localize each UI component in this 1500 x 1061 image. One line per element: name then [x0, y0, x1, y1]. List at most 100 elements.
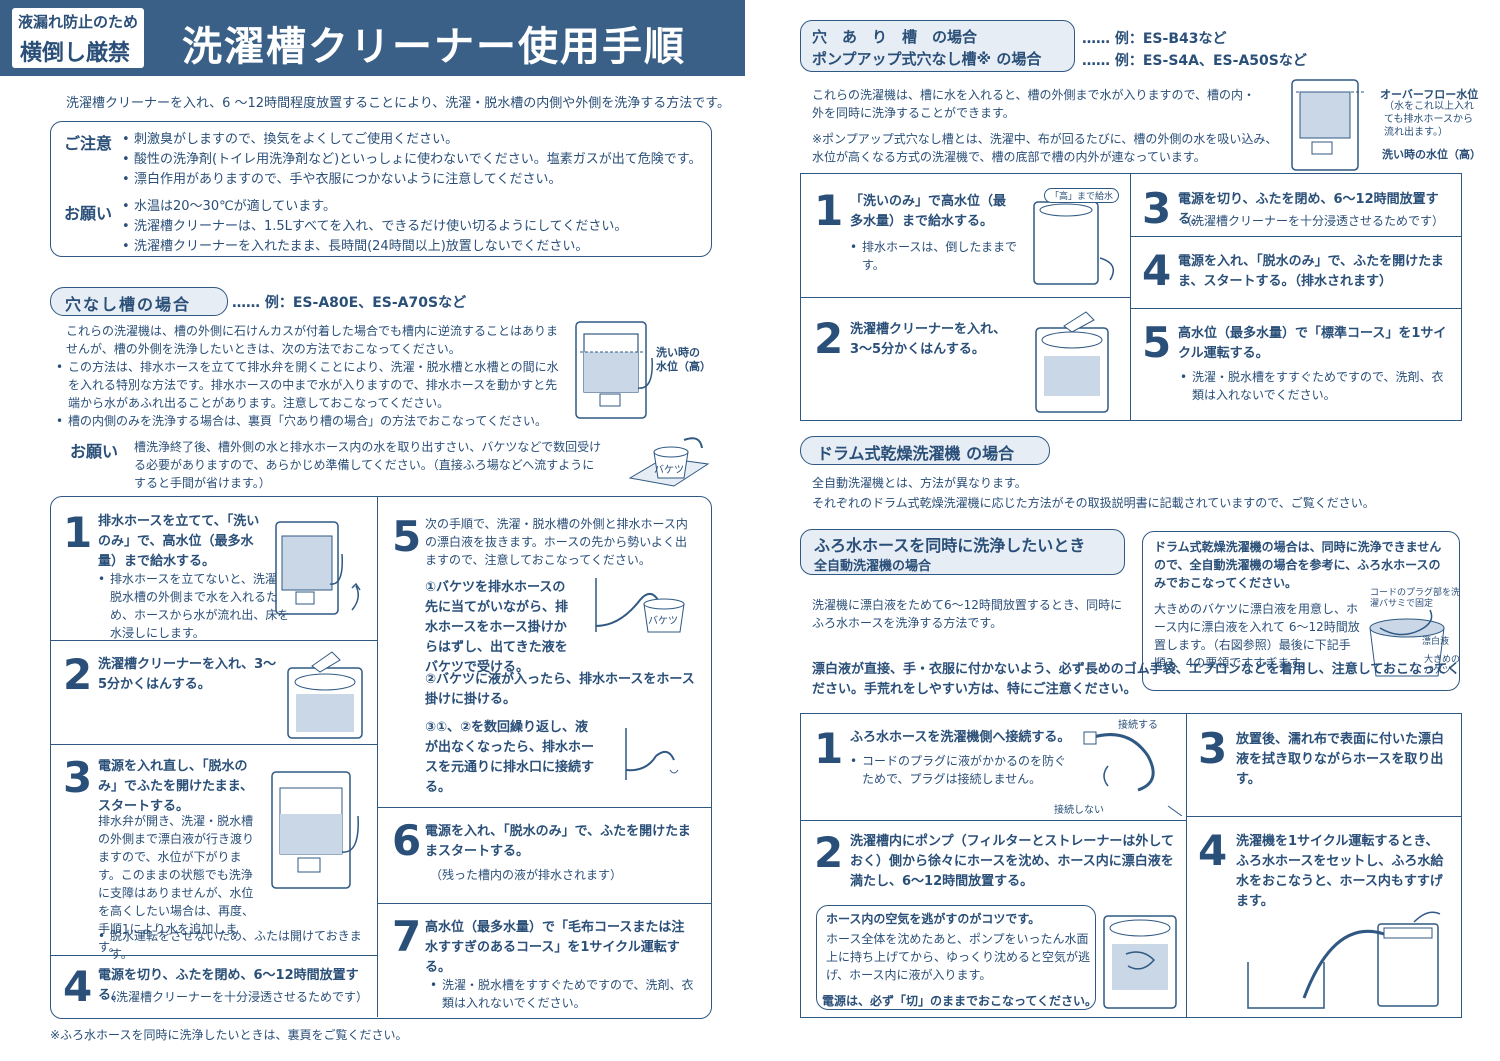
- divider: [1187, 816, 1461, 817]
- step-number: 1: [814, 186, 844, 235]
- bath-steps-box: [800, 713, 1462, 1018]
- washer-hose-soak-illustration: [1103, 915, 1177, 1009]
- step-number: 1: [63, 508, 93, 557]
- drum-paragraph-1: 全自動洗濯機とは、方法が異なります。: [812, 476, 1027, 490]
- washer-tub-illustration: [575, 321, 653, 419]
- nohole-request-label: お願い: [70, 442, 119, 461]
- hose-connect-illustration: [1083, 731, 1183, 816]
- nohole-request-text: 槽洗浄終了後、槽外側の水と排水ホース内の水を取り出すさい、バケツなどで数回受ける…: [134, 440, 602, 490]
- drum-heading: ドラム式乾燥洗濯機 の場合: [800, 436, 1050, 465]
- step-number: 4: [1142, 246, 1172, 295]
- drum-note-box: [1142, 531, 1460, 691]
- nohole-step1-title: 排水ホースを立てて、「洗いのみ」で、高水位（最多水量）まで給水する。: [98, 514, 260, 569]
- nohole-step5-c: ③①、②を数回繰り返し、液が出なくなったら、排水ホースを元通りに排水口に接続する…: [425, 720, 595, 795]
- step-number: 1: [814, 724, 844, 773]
- bath-step2-title: 洗濯槽内にポンプ（フィルターとストレーナーは外しておく）側から徐々にホースを沈め…: [850, 834, 1174, 889]
- hole-heading-1: 穴 あ り 槽 の場合: [812, 28, 978, 46]
- nohole-step3-notes: 脱水運転をさせないため、ふたは開けておきます。: [98, 927, 378, 963]
- nohole-step7-notes: 洗濯・脱水槽をすすぐためですので、洗剤、衣類は入れないでください。: [430, 976, 694, 1012]
- divider: [1186, 714, 1187, 1017]
- cord-label: コードのプラグ部を洗濯バサミで固定: [1370, 588, 1461, 609]
- nohole-step2-title: 洗濯槽クリーナーを入れ、3～5分かくはんする。: [98, 657, 277, 692]
- bath-paragraph: 洗濯機に漂白液をためて6～12時間放置するとき、同時にふろ水ホースを洗浄する方法…: [812, 598, 1123, 630]
- drum-note: ドラム式乾燥洗濯機の場合は、同時に洗浄できませんので、全自動洗濯機の場合を参考に…: [1154, 540, 1442, 590]
- nohole-step7-note: 洗濯・脱水槽をすすぐためですので、洗剤、衣類は入れないでください。: [430, 976, 694, 1012]
- washer-stir-illustration: [1035, 311, 1109, 413]
- bleach-label: 漂白液: [1422, 637, 1450, 647]
- connect-label: 接続する: [1118, 720, 1158, 731]
- nohole-water-label: 洗い時の水位（高）: [656, 346, 711, 373]
- nohole-step4-sub: （洗濯槽クリーナーを十分浸透させるためです）: [104, 990, 369, 1004]
- nohole-step3-title: 電源を入れ直し、「脱水のみ」でふたを開けたまま、スタートする。: [98, 759, 254, 814]
- hole-step3-sub: （洗濯槽クリーナーを十分浸透させるためです）: [1180, 214, 1445, 228]
- nohole-step1-note: 排水ホースを立てないと、洗濯・脱水槽の外側まで水を入れるため、ホースから水が流れ…: [98, 570, 298, 642]
- bath-warning: 漂白液が直接、手・衣服に付かないよう、必ず長めのゴム手袋、エプロンなどを着用し、…: [812, 662, 1460, 697]
- hole-paragraph: これらの洗濯機は、槽に水を入れると、槽の外側まで水が入りますので、槽の内・外を同…: [812, 88, 1256, 120]
- bucket-label: バケツ: [654, 465, 684, 476]
- hole-heading-2: ポンプアップ式穴なし槽※ の場合: [812, 50, 1042, 68]
- hole-step3-title: 電源を切り、ふたを閉め、6～12時間放置する。: [1178, 192, 1439, 227]
- hole-step4-title: 電源を入れ、「脱水のみ」で、ふたを開けたまま、スタートする。（排水されます）: [1178, 254, 1444, 289]
- warning-tag-line1: 液漏れ防止のため: [18, 13, 139, 31]
- hole-water-label: 洗い時の水位（高）: [1382, 148, 1481, 161]
- step-number: 5: [392, 512, 422, 561]
- caution-item: 酸性の洗浄剤(トイレ用洗浄剤など)といっしょに使わないでください。塩素ガスが出て…: [122, 150, 702, 170]
- hose-bucket-illustration: [595, 578, 685, 633]
- hole-example-2: …… 例：ES-S4A、ES-A50Sなど: [1082, 53, 1307, 69]
- request-list: 水温は20～30℃が適しています。 洗濯槽クリーナーは、1.5Lすべてを入れ、で…: [122, 197, 702, 257]
- caution-item: 漂白作用がありますので、手や衣服につかないように注意してください。: [122, 170, 702, 190]
- nohole-step7-title: 高水位（最多水量）で「毛布コースまたは注水すすぎのあるコース」を1サイクル運転す…: [425, 920, 685, 975]
- bucket-illustration: [628, 437, 710, 487]
- no-connect-label: 接続しない: [1054, 805, 1104, 816]
- nohole-step4-title: 電源を切り、ふたを閉め、6～12時間放置する。: [98, 968, 359, 1003]
- hole-step5-note: 洗濯・脱水槽をすすぐためですので、洗剤、衣類は入れないでください。: [1180, 368, 1450, 404]
- nohole-bullet: この方法は、排水ホースを立てて排水弁を開くことにより、洗濯・脱水槽と水槽との間に…: [56, 358, 566, 412]
- step-number: 2: [63, 650, 93, 699]
- request-item: 水温は20～30℃が適しています。: [122, 197, 702, 217]
- divider: [1130, 174, 1131, 420]
- bucket-label: バケツ: [648, 616, 678, 627]
- page-title: 洗濯槽クリーナー使用手順: [182, 24, 686, 70]
- tip-box: [816, 905, 1096, 1010]
- hole-step5-title: 高水位（最多水量）で「標準コース」を1サイクル運転する。: [1178, 326, 1447, 361]
- nohole-step3-body: 排水弁が開き、洗濯・脱水槽の外側まで漂白液が行き渡りますので、水位が下がります。…: [98, 814, 255, 954]
- step-number: 4: [63, 962, 93, 1011]
- nohole-step6-title: 電源を入れ、「脱水のみ」で、ふたを開けたままスタートする。: [425, 824, 691, 859]
- bath-step1-note: コードのプラグに液がかかるのを防ぐためで、プラグは接続しません。: [850, 752, 1072, 788]
- divider: [51, 744, 377, 745]
- warning-tag: [12, 8, 144, 68]
- nohole-step6-sub: （残った槽内の液が排水されます）: [430, 868, 623, 882]
- tip-title: ホース内の空気を逃がすのがコツです。: [826, 912, 1041, 926]
- step-number: 3: [1142, 184, 1172, 233]
- divider: [1131, 236, 1461, 237]
- drum-paragraph-2: それぞれのドラム式乾燥洗濯機に応じた方法がその取扱説明書に記載されていますので、…: [812, 496, 1375, 510]
- overflow-note: （水をこれ以上入れても排水ホースから流れ出ます。）: [1384, 101, 1474, 138]
- overflow-label: オーバーフロー水位: [1380, 88, 1479, 101]
- step-number: 7: [392, 912, 422, 961]
- drum-body: 大きめのバケツに漂白液を用意し、ホース内に漂白液を入れて 6～12時間放置します…: [1154, 602, 1360, 670]
- step-number: 5: [1142, 318, 1172, 367]
- divider: [1131, 308, 1461, 309]
- caution-item: 刺激臭がしますので、換気をよくしてご使用ください。: [122, 130, 702, 150]
- hole-step1-title: 「洗いのみ」で高水位（最多水量）まで給水する。: [850, 194, 1007, 229]
- caution-list: 刺激臭がしますので、換気をよくしてご使用ください。 酸性の洗浄剤(トイレ用洗浄剤…: [122, 130, 702, 190]
- bath-step1-notes: コードのプラグに液がかかるのを防ぐためで、プラグは接続しません。: [850, 752, 1072, 788]
- big-bucket-label: 大きめのバケツ: [1424, 655, 1461, 676]
- nohole-example: …… 例：ES-A80E、ES-A70Sなど: [232, 295, 467, 311]
- nohole-step5-intro: 次の手順で、洗濯・脱水槽の外側と排水ホース内の漂白液を抜きます。ホースの先から勢…: [425, 517, 688, 567]
- hole-note: ※ポンプアップ式穴なし槽とは、洗濯中、布が回るたびに、槽の外側の水を吸い込み、水…: [812, 132, 1278, 164]
- bath-step4-title: 洗濯機を1サイクル運転するとき、ふろ水ホースをセットし、ふろ水給水をおこなうと、…: [1236, 834, 1444, 909]
- tip-body: ホース全体を沈めたあと、ポンプをいったん水面上に持ち上げてから、ゆっくり沈めると…: [826, 932, 1091, 982]
- washer-overflow-illustration: [1291, 79, 1364, 171]
- hose-drain-illustration: [625, 728, 679, 780]
- washer-hose-illustration: [275, 521, 361, 615]
- washer-open-illustration: [287, 651, 363, 739]
- bath-heading: ふろ水ホースを同時に洗浄したいとき: [814, 536, 1086, 555]
- warning-tag-line2: 横倒し厳禁: [20, 41, 131, 66]
- divider: [378, 903, 711, 904]
- nohole-paragraph: これらの洗濯機は、槽の外側に石けんカスが付着した場合でも槽内に逆流することはあり…: [66, 324, 559, 356]
- nohole-bullet: 槽の内側のみを洗浄する場合は、裏頁「穴あり槽の場合」の方法でおこなってください。: [56, 412, 566, 430]
- request-item: 洗濯槽クリーナーは、1.5Lすべてを入れ、できるだけ使い切るようにしてください。: [122, 217, 702, 237]
- bath-heading-box: [800, 529, 1125, 575]
- bucket-hose-illustration: [1369, 609, 1445, 677]
